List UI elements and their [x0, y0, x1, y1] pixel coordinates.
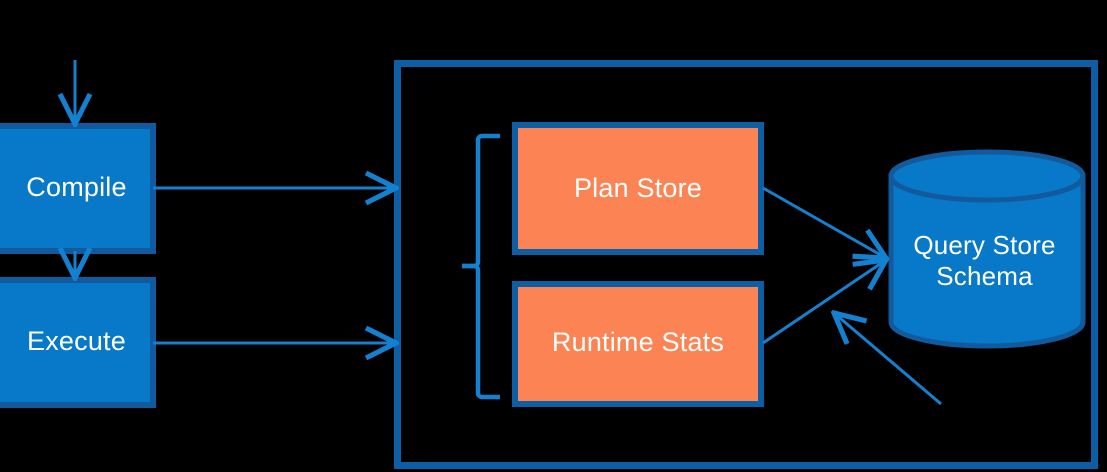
runtime-stats-box[interactable]: [512, 281, 764, 407]
runtime-stats-to-schema-arrow: [762, 260, 886, 345]
compile-box[interactable]: [0, 123, 156, 254]
plan-store-box[interactable]: [512, 122, 764, 255]
execute-box[interactable]: [0, 277, 156, 408]
grouping-bracket-icon: [462, 133, 500, 400]
query-store-boundary: [394, 60, 1098, 469]
query-store-schema-cylinder[interactable]: [888, 149, 1086, 349]
external-to-schema-arrow: [834, 313, 942, 406]
plan-store-to-schema-arrow: [762, 186, 886, 258]
